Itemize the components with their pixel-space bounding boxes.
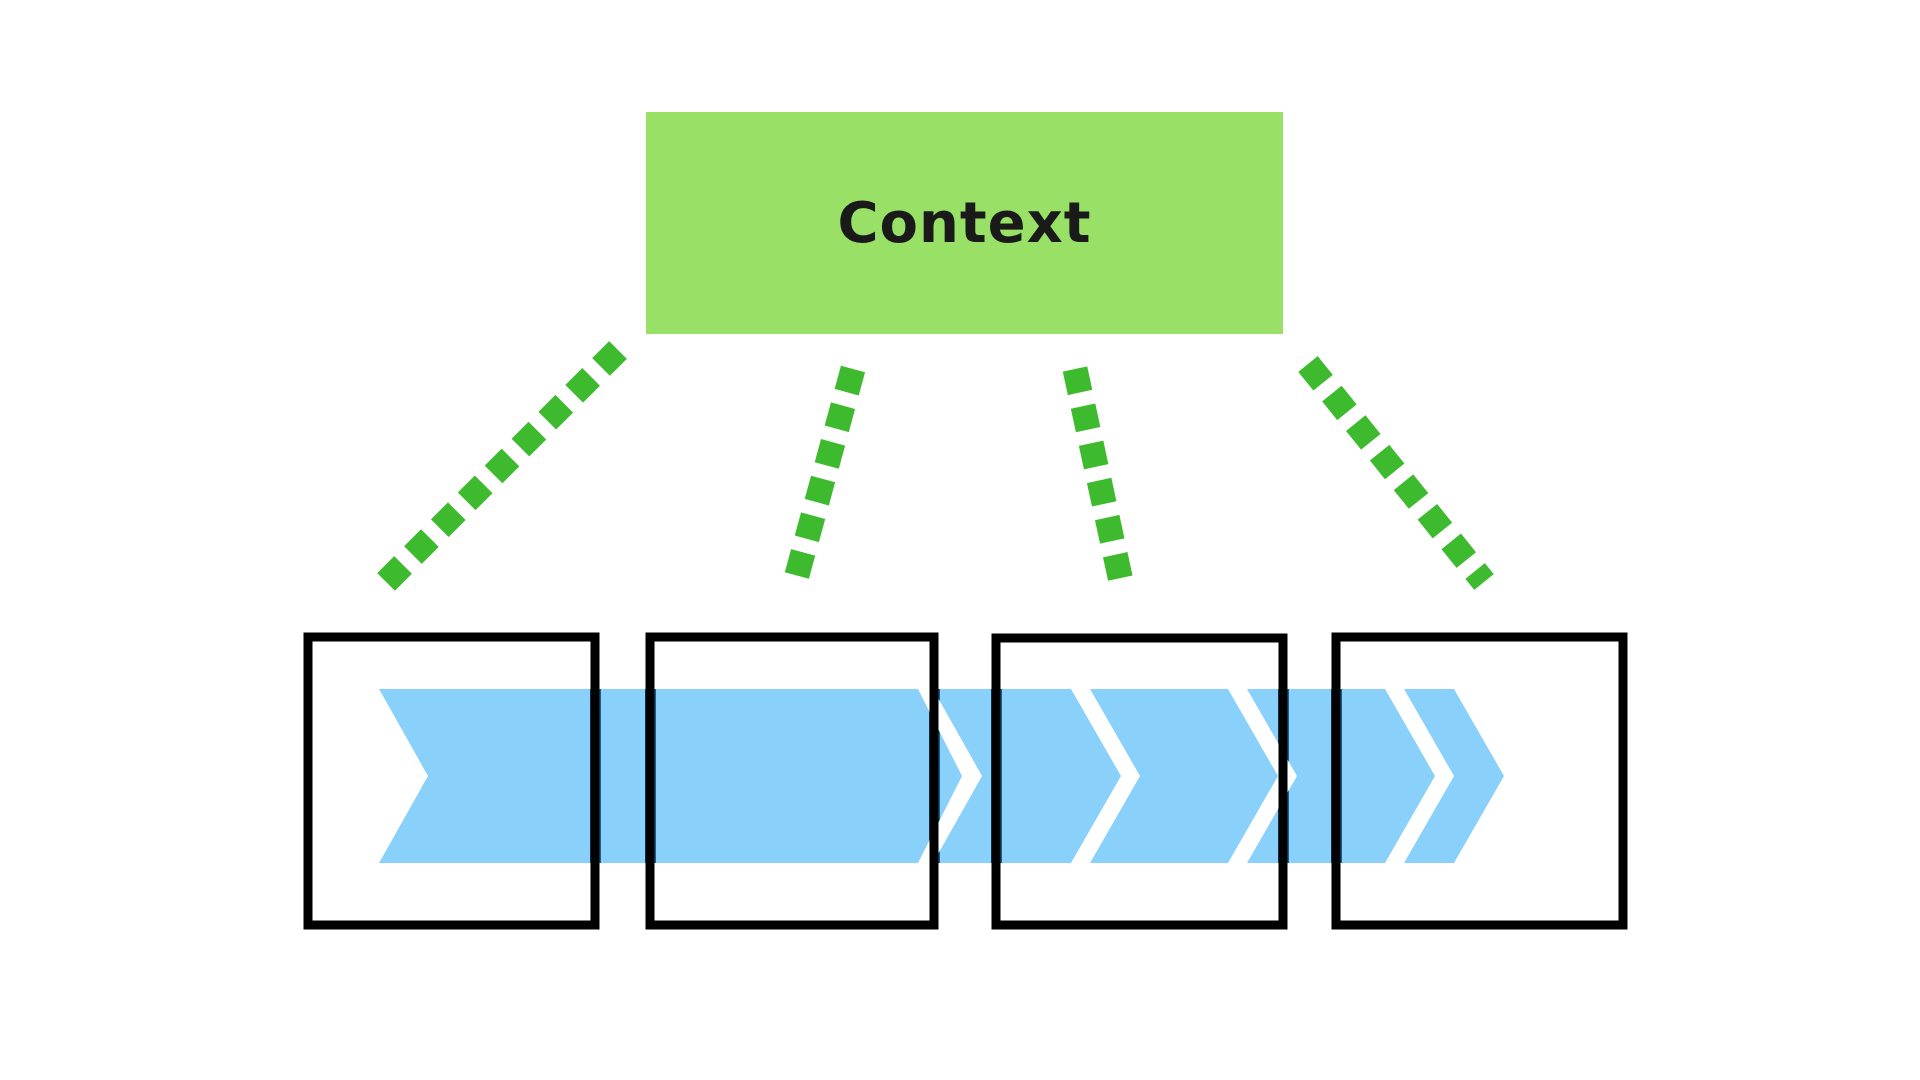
step-frame-4 bbox=[1331, 632, 1628, 930]
flow-arrow bbox=[379, 689, 1504, 863]
flow-chevron-1 bbox=[379, 689, 962, 863]
context-label: Context bbox=[837, 190, 1092, 256]
step-frame-1 bbox=[303, 632, 600, 930]
flow-chevron-2 bbox=[933, 689, 1121, 863]
connector-line-1 bbox=[375, 341, 627, 593]
step-frame-3 bbox=[991, 633, 1288, 930]
connector-line-2 bbox=[781, 365, 866, 590]
flow-chevron-5 bbox=[1404, 689, 1504, 863]
flow-chevron-3 bbox=[1090, 689, 1278, 863]
step-frame-2 bbox=[645, 632, 939, 930]
connectors bbox=[375, 341, 1494, 593]
connector-line-4 bbox=[1298, 356, 1494, 590]
connector-line-3 bbox=[1062, 366, 1135, 589]
context-box: Context bbox=[646, 112, 1283, 334]
step-frames bbox=[303, 632, 1628, 930]
